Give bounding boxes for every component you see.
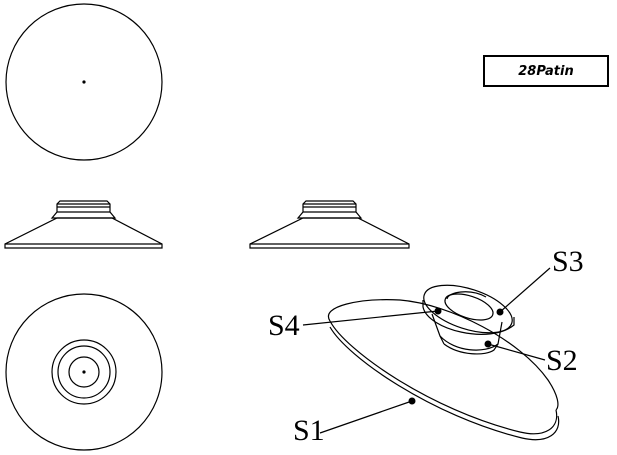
- title-text: 28Patin: [518, 63, 574, 79]
- label-s3: S3: [552, 245, 584, 278]
- label-s2: S2: [546, 344, 578, 377]
- label-s4: S4: [268, 309, 300, 342]
- bottom-view: [5, 293, 163, 451]
- title-block: 28Patin: [483, 55, 609, 87]
- side-view: [249, 200, 410, 249]
- label-s1: S1: [293, 414, 325, 447]
- front-view: [4, 200, 163, 249]
- leader-lines: [302, 267, 551, 434]
- top-view: [5, 3, 163, 161]
- isometric-view: [327, 284, 560, 441]
- leader-dots: [408, 307, 504, 405]
